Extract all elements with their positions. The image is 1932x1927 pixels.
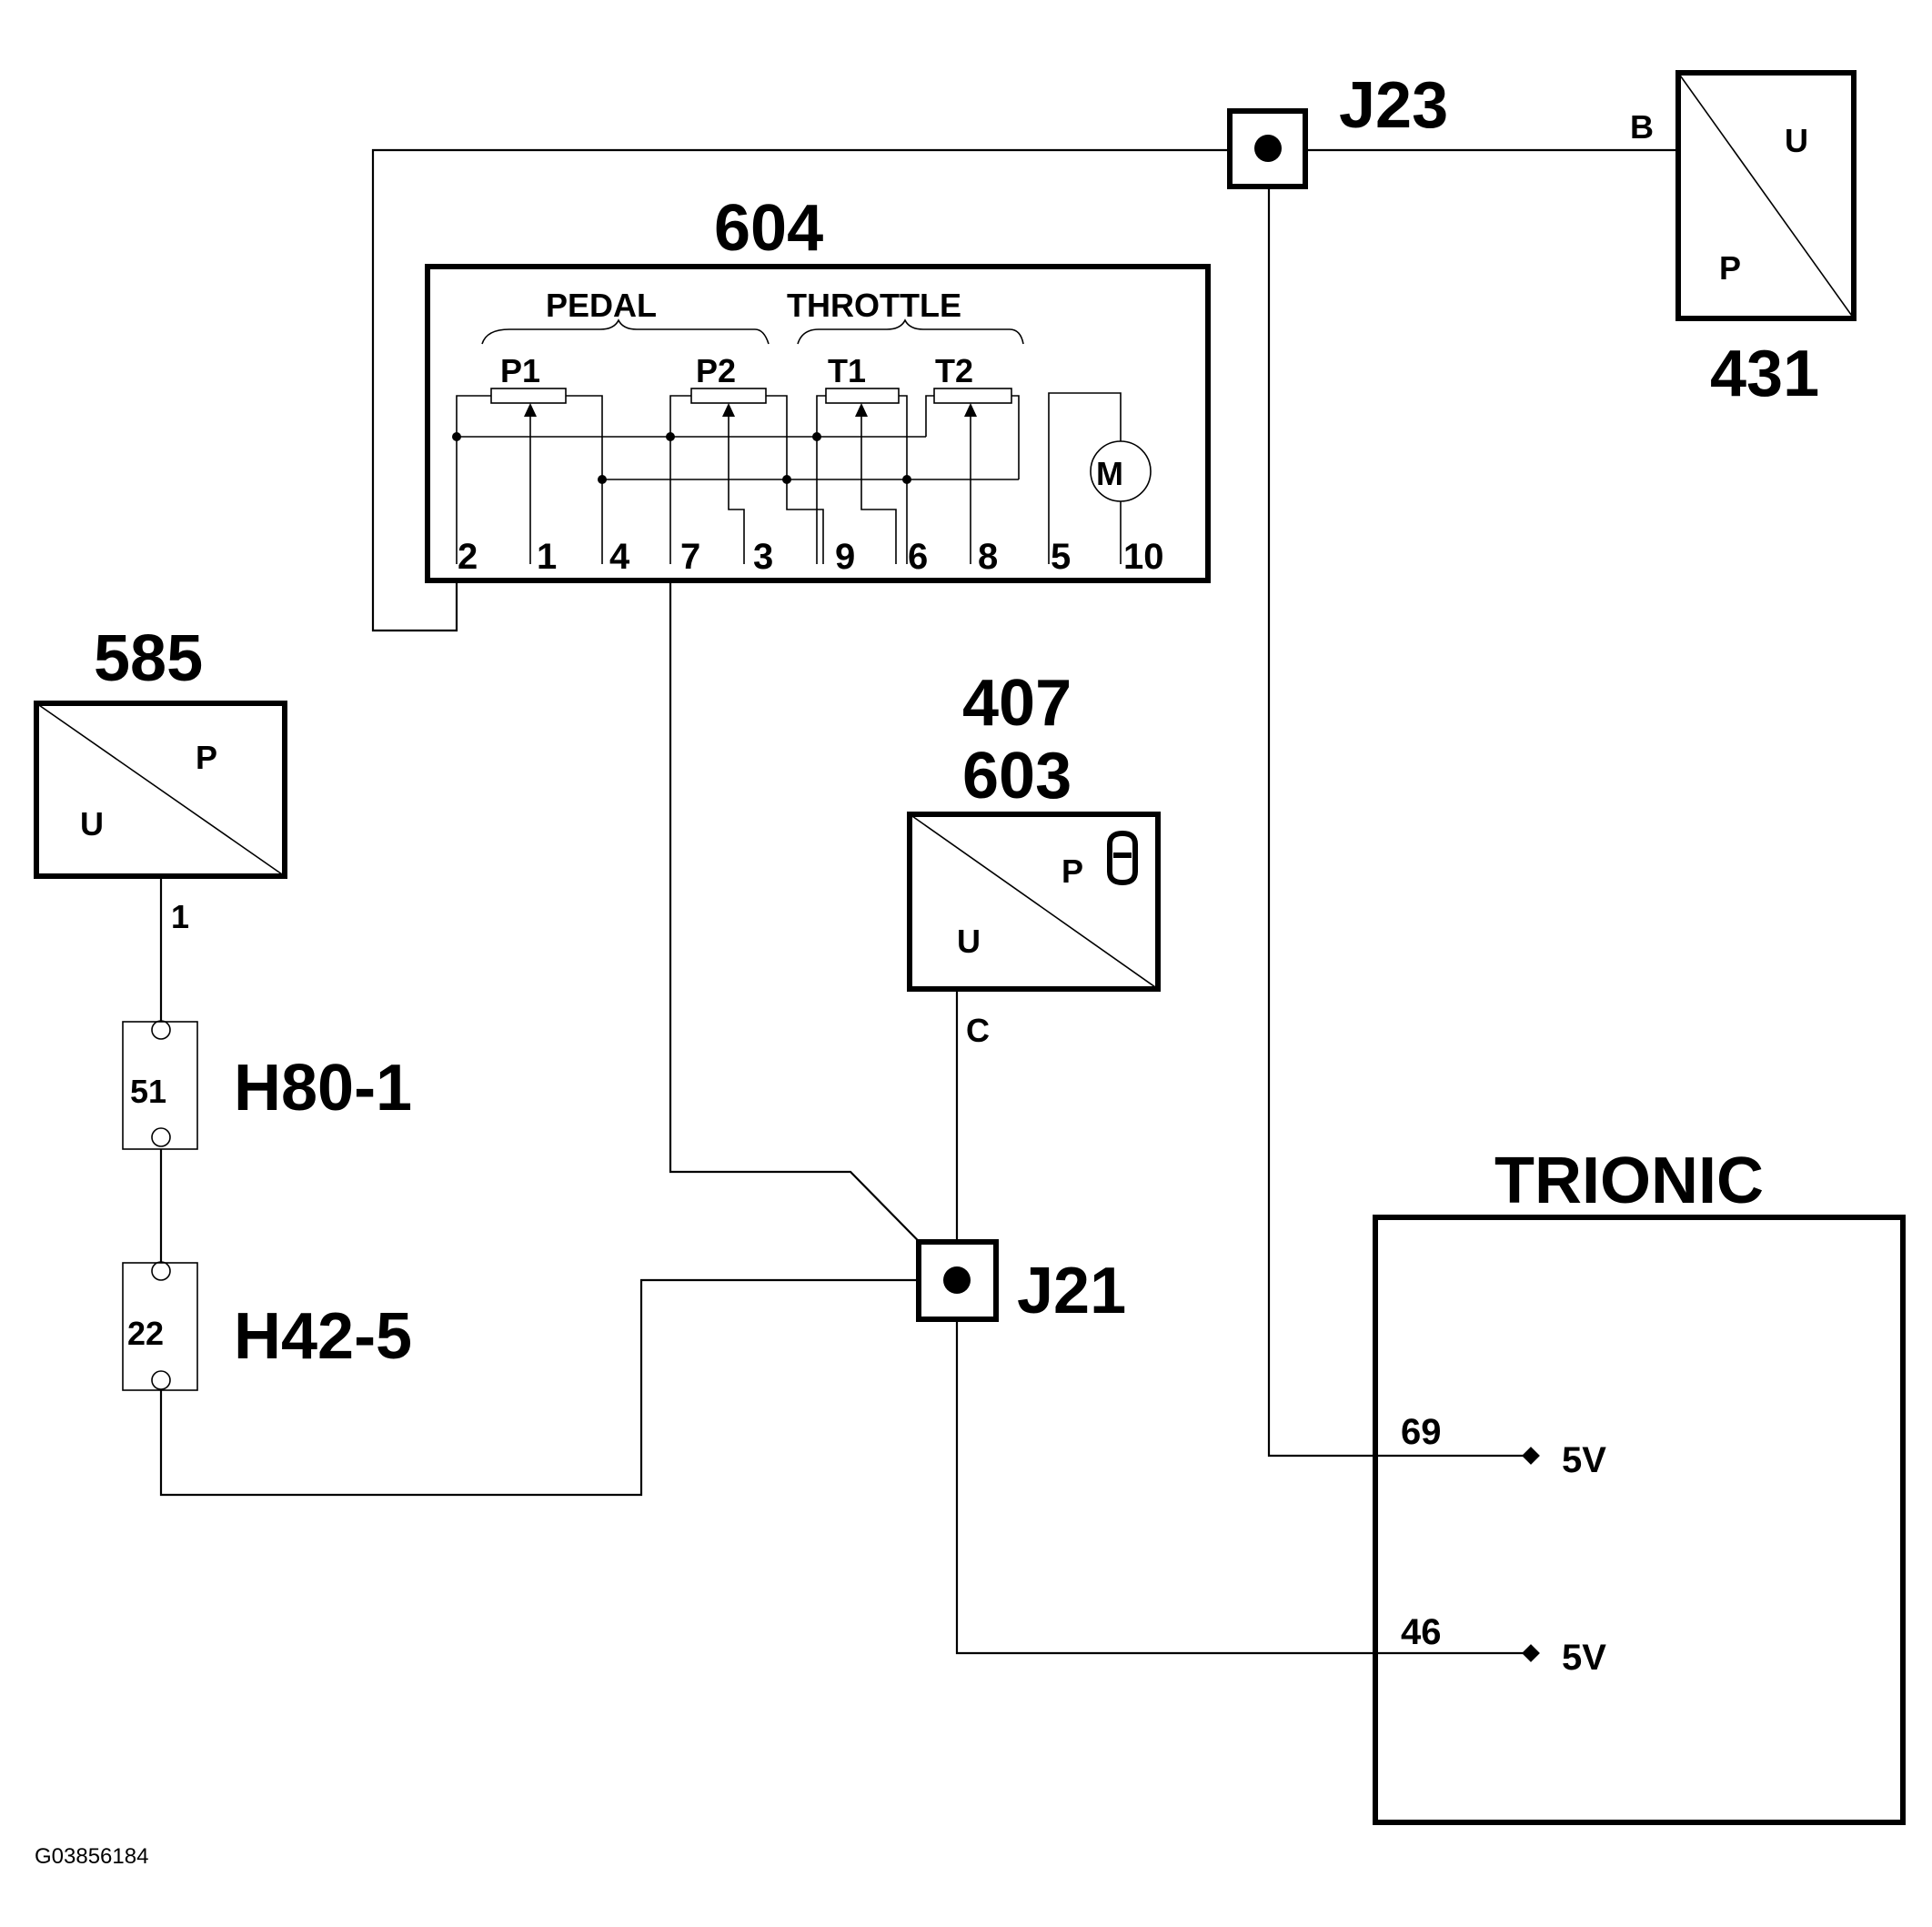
431-p-label: P xyxy=(1719,249,1741,287)
component-407-603: 407 603 P U C xyxy=(907,667,1161,1049)
connector-j23: J23 xyxy=(1227,69,1448,189)
wire-j21-to-trionic-46 xyxy=(955,1280,1531,1655)
sensor-p2: P2 xyxy=(669,352,788,564)
h42-box xyxy=(122,1262,198,1391)
585-pin-1: 1 xyxy=(171,898,189,935)
604-pin-5: 5 xyxy=(1051,537,1071,577)
sensor-t2: T2 xyxy=(925,352,1020,564)
trionic-pin-46-voltage: 5V xyxy=(1562,1638,1606,1678)
604-group-throttle: THROTTLE xyxy=(787,287,961,324)
connector-j21: J21 xyxy=(916,1239,1126,1327)
component-604: 604 PEDAL THROTTLE P1 P2 T1 xyxy=(425,192,1211,583)
604-group-pedal: PEDAL xyxy=(546,287,657,324)
604-pin-9: 9 xyxy=(835,537,855,577)
h80-box xyxy=(122,1021,198,1150)
j23-node xyxy=(1254,135,1282,162)
sensor-t1: T1 xyxy=(816,352,908,564)
604-pin-6: 6 xyxy=(908,537,928,577)
407-label: 407 xyxy=(962,667,1072,740)
j21-label: J21 xyxy=(1017,1255,1126,1327)
604-pin-4: 4 xyxy=(609,537,630,577)
trionic-pin-69-voltage: 5V xyxy=(1562,1440,1606,1480)
sensor-p1-label: P1 xyxy=(500,352,540,389)
motor-icon: M xyxy=(1048,392,1152,564)
h42-pin: 22 xyxy=(127,1315,164,1352)
connector-h42-5: 22 H42-5 xyxy=(122,1261,412,1391)
604-pin-7: 7 xyxy=(680,537,700,577)
431-u-label: U xyxy=(1785,122,1808,159)
throttle-brace xyxy=(797,318,1024,345)
motor-label: M xyxy=(1096,455,1123,492)
sensor-p1: P1 xyxy=(456,352,603,564)
component-trionic: TRIONIC 69 5V 46 5V xyxy=(1373,1145,1906,1825)
trionic-pin-69: 69 xyxy=(1401,1412,1442,1452)
604-pin-2: 2 xyxy=(458,537,478,577)
trionic-box xyxy=(1373,1215,1906,1825)
h80-label: H80-1 xyxy=(234,1052,412,1125)
604-pin-3: 3 xyxy=(753,537,773,577)
604-pin-8: 8 xyxy=(978,537,998,577)
585-p-label: P xyxy=(196,739,217,776)
sensor-t1-label: T1 xyxy=(828,352,866,389)
trionic-pin-46: 46 xyxy=(1401,1612,1442,1652)
585-u-label: U xyxy=(80,805,104,842)
trionic-label: TRIONIC xyxy=(1494,1145,1764,1217)
407-u-label: U xyxy=(957,923,981,960)
wire-j21-to-h42 xyxy=(159,1278,919,1497)
sensor-p2-label: P2 xyxy=(696,352,736,389)
j23-box xyxy=(1227,108,1308,189)
407-pin-c: C xyxy=(966,1012,990,1049)
pedal-brace xyxy=(481,318,770,345)
j21-node xyxy=(943,1266,971,1294)
407-p-label: P xyxy=(1062,853,1083,890)
431-pin-b: B xyxy=(1630,108,1654,146)
604-box xyxy=(425,264,1211,583)
604-pin-1: 1 xyxy=(537,537,557,577)
604-pin-10: 10 xyxy=(1123,537,1164,577)
sensor-t2-label: T2 xyxy=(935,352,973,389)
h80-pin: 51 xyxy=(130,1073,166,1110)
431-label: 431 xyxy=(1710,338,1819,410)
component-585: 585 P U 1 xyxy=(34,622,287,935)
603-label: 603 xyxy=(962,740,1072,812)
wire-604-pin7-to-j21 xyxy=(669,437,958,1281)
h42-label: H42-5 xyxy=(234,1300,412,1373)
j23-label: J23 xyxy=(1339,69,1448,142)
604-label: 604 xyxy=(714,192,823,265)
connector-h80-1: 51 H80-1 xyxy=(122,1020,412,1150)
component-431: U P B 431 xyxy=(1630,70,1857,410)
pressure-sensor-icon xyxy=(1107,830,1138,886)
diagram-id: G03856184 xyxy=(35,1844,148,1869)
585-label: 585 xyxy=(94,622,203,695)
